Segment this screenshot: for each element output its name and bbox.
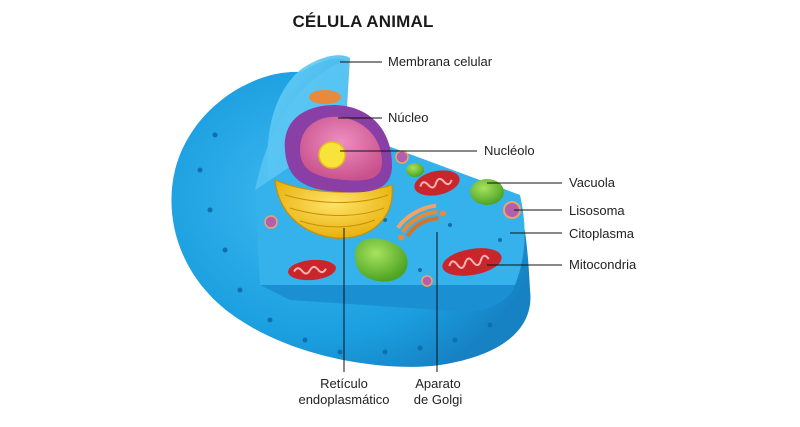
vacuole-right <box>470 179 504 205</box>
mitochondrion-1 <box>414 170 460 196</box>
cell-rim <box>260 285 515 312</box>
label-nucleolo: Nucléolo <box>484 143 535 158</box>
label-vacuola: Vacuola <box>569 175 616 190</box>
label-lisosoma: Lisosoma <box>569 203 625 218</box>
lysosome-2 <box>395 150 409 164</box>
lysosome-4 <box>421 275 433 287</box>
label-reticulo-line1: Retículo <box>320 376 368 391</box>
leader-lines <box>338 61 562 372</box>
mitochondrion-3 <box>288 259 336 281</box>
vacuole-large <box>355 238 408 282</box>
label-nucleo: Núcleo <box>388 110 429 125</box>
label-golgi-line1: Aparato <box>415 376 461 391</box>
er-folds <box>284 194 389 228</box>
label-membrana-celular: Membrana celular <box>388 54 493 69</box>
mitochondrion-2 <box>442 248 502 276</box>
small-golgi-top <box>309 90 341 104</box>
golgi-apparatus <box>396 203 446 241</box>
lysosome-3 <box>264 215 278 229</box>
label-mitocondria: Mitocondria <box>569 257 637 272</box>
label-reticulo-endoplasmatico: Retículo endoplasmático <box>292 376 396 408</box>
nucleolus <box>318 141 346 169</box>
label-aparato-golgi: Aparato de Golgi <box>410 376 466 408</box>
vacuole-small <box>406 163 424 177</box>
label-golgi-line2: de Golgi <box>413 392 463 407</box>
diagram-title: CÉLULA ANIMAL <box>292 12 434 31</box>
label-citoplasma: Citoplasma <box>569 226 635 241</box>
membrane-pores <box>197 132 502 355</box>
label-reticulo-line2: endoplasmático <box>298 392 390 407</box>
